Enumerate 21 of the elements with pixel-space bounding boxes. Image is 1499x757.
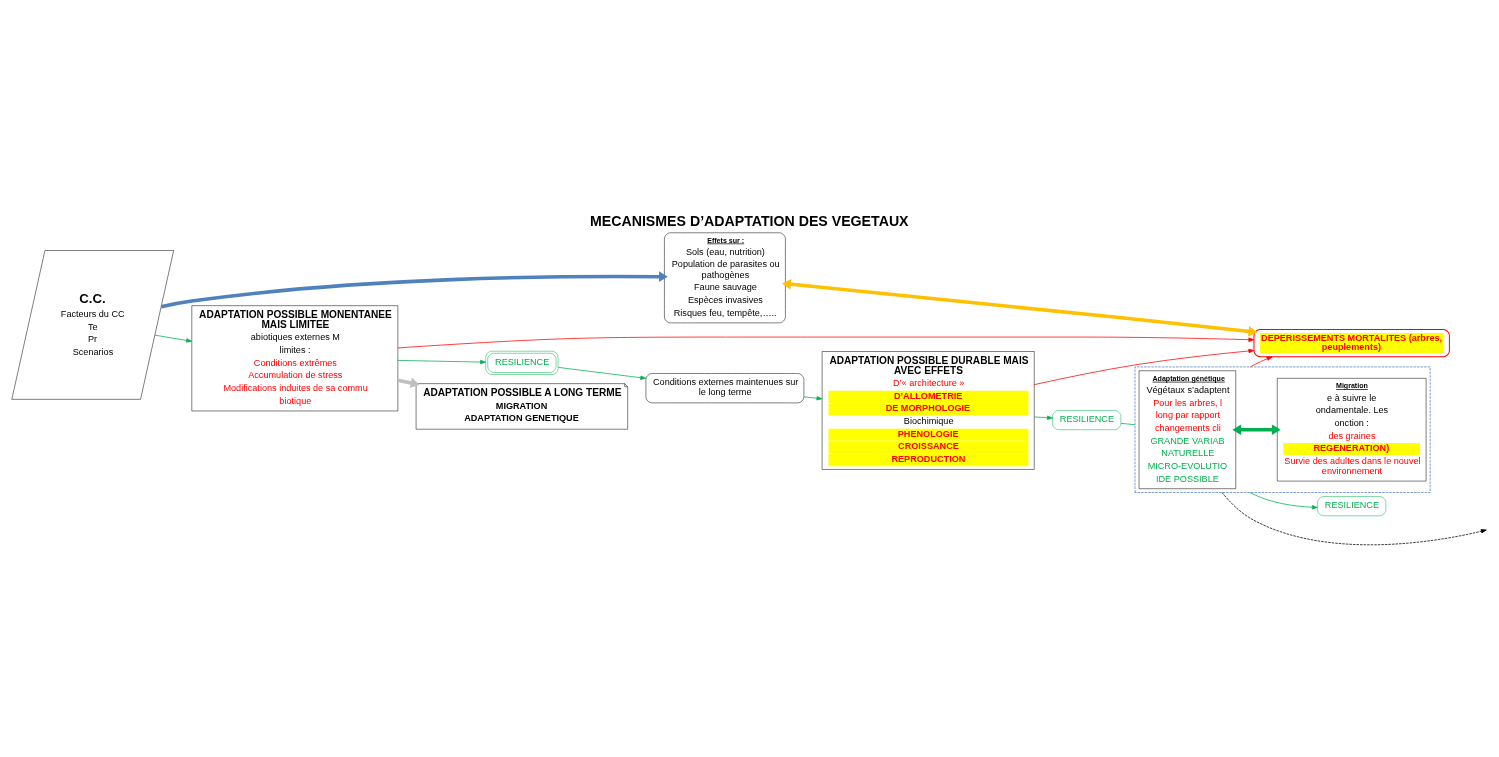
arrow <box>782 278 1258 337</box>
node-box: ADAPTATION POSSIBLE DURABLE MAIS AVEC EFFETS D’« architecture » D’ALLOMETRIE DE MORPHOLOGIE Biochimique PHENOLOGIE CROISSANCE REPRODUCTION <box>821 350 1035 470</box>
node-box: RESILIENCE <box>1317 495 1387 516</box>
connector <box>1120 422 1136 425</box>
arrow <box>1232 423 1281 435</box>
arrow <box>397 336 1255 348</box>
node-box: ADAPTATION POSSIBLE MONENTANEE MAIS LIMITEE abiotiques externes M limites : Conditions extrêmes Accumulation de stress Modifications induites de sa commu biotique <box>191 304 399 411</box>
arrow <box>1034 415 1053 420</box>
arrow <box>1033 348 1255 385</box>
arrow <box>1249 491 1318 509</box>
arrow <box>1250 356 1273 367</box>
node-box: RESILIENCE <box>1052 409 1122 430</box>
diagram-title: MECANISMES D’ADAPTATION DES VEGETAUX <box>590 212 909 229</box>
node-box: Conditions externes maintenues sur le long terme <box>645 372 805 403</box>
arrow <box>557 366 647 380</box>
arrow <box>1221 491 1487 545</box>
arrow <box>154 334 192 343</box>
node-box: DEPERISSEMENTS MORTALITES (arbres, peuplements) <box>1253 328 1450 357</box>
arrow <box>397 359 486 364</box>
arrow <box>803 395 823 400</box>
arrow <box>160 270 668 308</box>
